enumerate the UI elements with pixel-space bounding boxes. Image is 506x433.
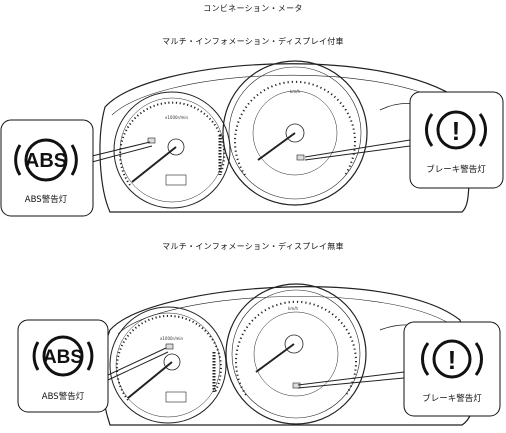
section1-heading: マルチ・インフォメーション・ディスプレイ付車 (162, 37, 344, 46)
abs-icon-upper: ABS (25, 150, 67, 172)
speedometer-upper (222, 60, 368, 206)
cluster-upper (91, 60, 471, 213)
brake-label-lower: ブレーキ警告灯 (422, 393, 482, 404)
tach-unit-upper: x1000r/min (165, 115, 189, 120)
tachometer-lower (109, 306, 227, 424)
tachometer-upper (113, 91, 231, 209)
abs-label-lower: ABS警告灯 (42, 391, 85, 402)
abs-callout-upper: ABS ABS警告灯 (0, 119, 94, 217)
brake-icon-upper: ! (452, 116, 461, 146)
diagram-title: コンビネーション・メータ (203, 4, 303, 13)
brake-icon-lower: ! (448, 345, 457, 375)
speed-unit-upper: km/h (290, 89, 301, 94)
tach-unit-lower: x1000r/min (160, 336, 184, 341)
abs-callout-lower: ABS ABS警告灯 (17, 319, 109, 413)
brake-callout-upper: ! ブレーキ警告灯 (409, 91, 504, 189)
abs-label-upper: ABS警告灯 (25, 194, 68, 205)
section2-heading: マルチ・インフォメーション・ディスプレイ無車 (162, 242, 344, 251)
speed-unit-lower: km/h (288, 306, 299, 311)
brake-callout-lower: ! ブレーキ警告灯 (403, 321, 501, 417)
abs-icon-lower: ABS (43, 347, 83, 368)
speedometer-lower (225, 283, 367, 425)
brake-label-upper: ブレーキ警告灯 (426, 164, 486, 175)
